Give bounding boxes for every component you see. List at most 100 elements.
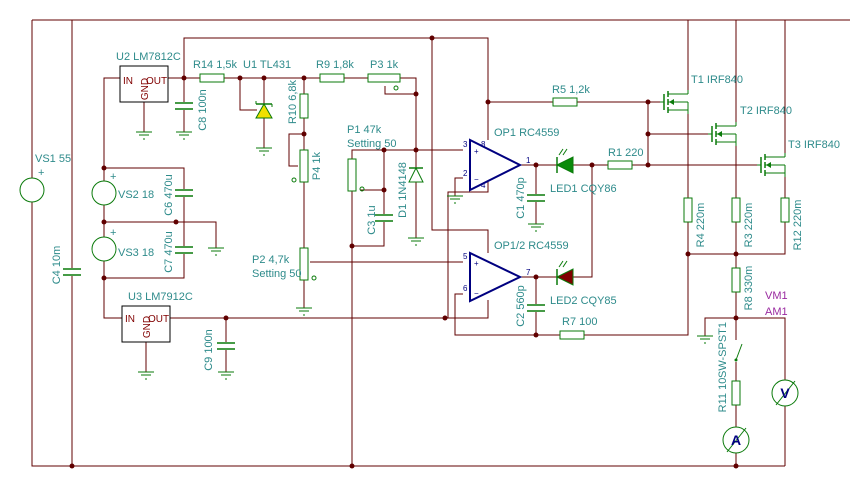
op2-minus: − bbox=[474, 289, 479, 298]
p3-potentiometer bbox=[367, 73, 401, 91]
op2-pin7: 7 bbox=[526, 268, 531, 277]
am1-label: AM1 bbox=[765, 306, 788, 318]
vs3-plus: + bbox=[110, 227, 116, 239]
r12-resistor bbox=[780, 197, 790, 223]
junction-dot bbox=[733, 251, 739, 257]
junctions bbox=[69, 35, 739, 469]
c7-label: C7 470u bbox=[163, 231, 175, 273]
op1-label: OP1 RC4559 bbox=[494, 127, 559, 139]
ground-icon bbox=[256, 147, 272, 156]
source-circle bbox=[91, 236, 117, 262]
switch-blade bbox=[735, 343, 743, 361]
u2-out-pin: OUT bbox=[146, 76, 167, 87]
op1-pin8: 8 bbox=[481, 140, 486, 149]
voltmeter-symbol: V bbox=[780, 385, 790, 401]
resistor-body bbox=[683, 197, 693, 223]
p2-label: P2 4,7k bbox=[252, 254, 290, 266]
junction-dot bbox=[589, 162, 595, 168]
resistor-body bbox=[731, 197, 741, 223]
resistor-body bbox=[319, 73, 345, 83]
r9-label: R9 1,8k bbox=[316, 59, 354, 71]
junction-dot bbox=[173, 219, 179, 225]
junction-dot bbox=[429, 35, 435, 41]
r8-label: R8 330m bbox=[743, 266, 755, 311]
c9-label: C9 100n bbox=[203, 329, 215, 371]
op1-plus: + bbox=[474, 147, 479, 156]
op1-minus: − bbox=[474, 175, 479, 184]
ammeter bbox=[722, 426, 750, 454]
ground-icon bbox=[296, 307, 312, 316]
d1-label: D1 1N4148 bbox=[397, 162, 409, 218]
u2-gnd-pin: GND bbox=[140, 78, 151, 100]
wire bbox=[104, 222, 185, 279]
r1-resistor bbox=[607, 160, 633, 170]
junction-dot bbox=[413, 147, 419, 153]
c6-capacitor bbox=[175, 189, 193, 197]
r5-label: R5 1,2k bbox=[552, 84, 590, 96]
u1-label: U1 TL431 bbox=[243, 59, 291, 71]
junction-dot bbox=[485, 99, 491, 105]
op1-pin2: 2 bbox=[463, 169, 468, 178]
junction-dot bbox=[101, 275, 107, 281]
ground-icon bbox=[138, 371, 154, 380]
r14-label: R14 1,5k bbox=[193, 59, 238, 71]
junction-dot bbox=[413, 91, 419, 97]
meter-arrow-icon bbox=[775, 380, 796, 406]
junction-dot bbox=[645, 99, 651, 105]
r11-label: R11 10 bbox=[717, 378, 729, 413]
op1-pin1: 1 bbox=[526, 156, 531, 165]
t1-label: T1 IRF840 bbox=[691, 74, 743, 86]
t2-label: T2 IRF840 bbox=[740, 105, 792, 117]
led-light-arrow-icon bbox=[562, 260, 568, 268]
wire bbox=[104, 167, 185, 222]
c2-label: C2 560p bbox=[515, 285, 527, 327]
u2-regulator bbox=[119, 65, 169, 103]
ground-icon bbox=[447, 195, 463, 204]
junction-dot bbox=[237, 75, 243, 81]
junction-dot bbox=[381, 147, 387, 153]
wire bbox=[447, 182, 489, 318]
labels: U2 LM7812C U3 LM7912C VS1 55 + VS2 18 + … bbox=[35, 51, 840, 412]
r12-label: R12 220m bbox=[792, 200, 804, 251]
vs1-voltage-source bbox=[19, 177, 45, 203]
t2-mosfet bbox=[708, 122, 737, 146]
ground-icon bbox=[697, 335, 713, 344]
u2-label: U2 LM7812C bbox=[116, 51, 181, 63]
cap-gap bbox=[527, 194, 545, 202]
r14-resistor bbox=[199, 73, 225, 83]
op2-pin5: 5 bbox=[463, 252, 468, 261]
op1-pin4: 4 bbox=[481, 181, 486, 190]
t1-mosfet bbox=[660, 90, 689, 114]
wire bbox=[736, 317, 786, 466]
op2-pin6: 6 bbox=[463, 284, 468, 293]
r11-resistor bbox=[731, 380, 741, 406]
u3-regulator bbox=[121, 305, 171, 343]
junction-dot bbox=[349, 463, 355, 469]
wire bbox=[351, 149, 463, 466]
wire bbox=[352, 150, 385, 247]
d1-diode bbox=[408, 166, 424, 183]
junction-dot bbox=[101, 219, 107, 225]
vs3-voltage-source bbox=[91, 236, 117, 262]
diode-triangle bbox=[408, 166, 424, 183]
c4-label: C4 10m bbox=[51, 246, 63, 285]
op1-opamp bbox=[469, 138, 523, 192]
junction-dot bbox=[685, 251, 691, 257]
junction-dot bbox=[101, 165, 107, 171]
pot-terminal-icon bbox=[311, 275, 317, 281]
wire bbox=[536, 254, 689, 336]
switch-contact bbox=[734, 358, 738, 362]
resistor-body bbox=[607, 160, 633, 170]
resistor-body bbox=[731, 380, 741, 406]
c7-capacitor bbox=[175, 246, 193, 254]
switch-gap bbox=[730, 340, 742, 362]
led2 bbox=[555, 260, 574, 286]
junction-dot bbox=[301, 131, 307, 137]
op2-plus: + bbox=[474, 259, 479, 268]
p2-setting: Setting 50 bbox=[252, 268, 302, 280]
junction-dot bbox=[442, 315, 448, 321]
led-light-arrow-icon bbox=[558, 260, 564, 268]
c9-capacitor bbox=[217, 342, 235, 350]
potentiometer-body bbox=[299, 247, 309, 281]
wire bbox=[239, 78, 257, 111]
